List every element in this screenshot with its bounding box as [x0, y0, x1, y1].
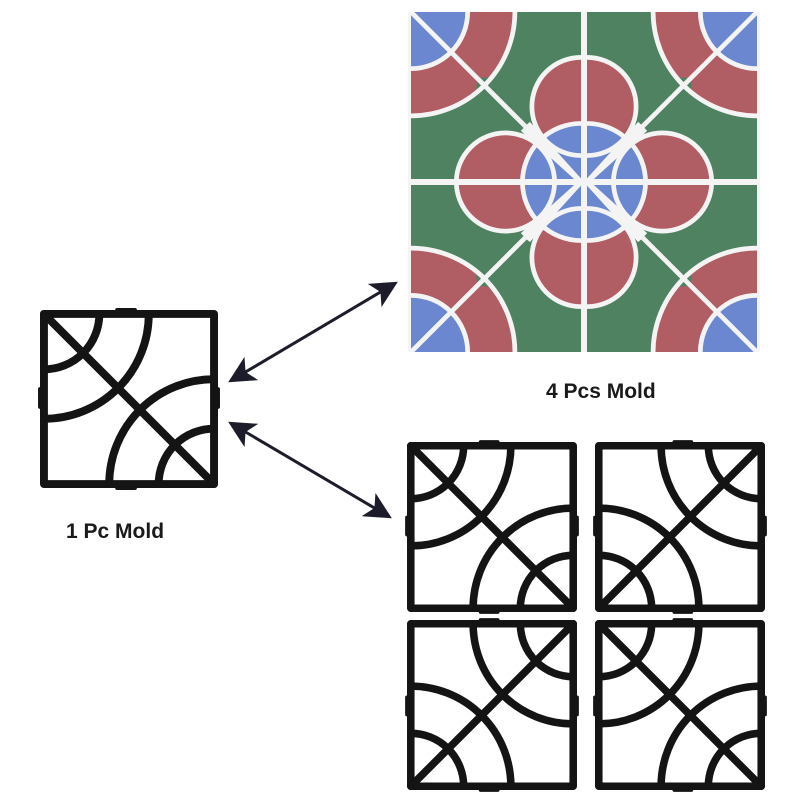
mold-piece-top-right: [593, 440, 767, 614]
mold-piece-top-left: [405, 440, 579, 614]
mold-piece-bottom-left: [405, 618, 579, 792]
single-mold-piece: [38, 308, 220, 490]
four-mold-label: 4 Pcs Mold: [546, 380, 656, 403]
single-mold-label: 1 Pc Mold: [66, 520, 165, 543]
four-mold-pieces-assembled: [405, 440, 767, 792]
arrows: [228, 281, 398, 519]
four-piece-tile-pattern: [408, 12, 760, 352]
double-arrow-to-tile: [228, 281, 398, 383]
double-arrow-to-molds: [228, 421, 392, 519]
mold-piece-bottom-right: [593, 618, 767, 792]
